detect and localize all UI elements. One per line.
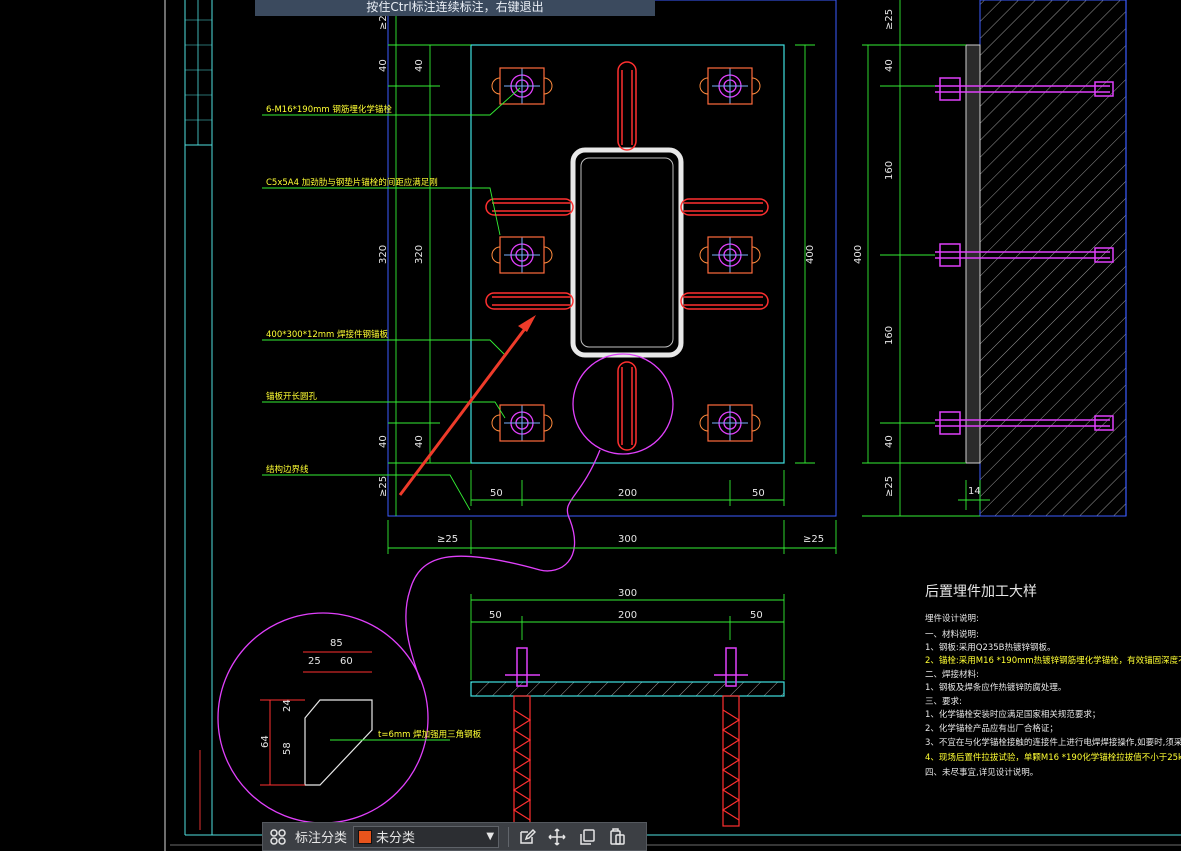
dim-320: 320	[378, 245, 389, 264]
annotation-toolbar: 标注分类 未分类 ▼	[262, 822, 647, 851]
annotation-category-select[interactable]: 未分类 ▼	[353, 825, 500, 848]
rib-label: C5x5A4 加劲肋与钢垫片锚栓的间距应满足刚	[266, 177, 438, 188]
dim-40: 40	[378, 59, 389, 72]
design-notes: 后置埋件加工大样 埋件设计说明: 一、材料说明: 1、钢板:采用Q235B热镀锌…	[925, 584, 1181, 778]
note-line: 二、焊接材料:	[925, 669, 979, 680]
dim-ge25: ≥25	[884, 9, 895, 30]
detail-plate-label: t=6mm 焊加强用三角钢板	[378, 729, 482, 740]
note-line: 四、未尽事宜,详见设计说明。	[925, 767, 1038, 778]
category-selected-value: 未分类	[376, 831, 416, 846]
note-line: 三、要求:	[925, 696, 962, 707]
dim-320: 320	[414, 245, 425, 264]
steel-tube[interactable]	[570, 147, 684, 358]
grid-apps-icon[interactable]	[263, 823, 293, 850]
dim-64: 64	[260, 735, 271, 748]
note-line: 一、材料说明:	[925, 629, 979, 640]
dim-ge25: ≥25	[884, 476, 895, 497]
dim-50: 50	[750, 610, 763, 621]
dim-160: 160	[884, 161, 895, 180]
anchor-bolt[interactable]	[491, 236, 553, 274]
note-line: 1、化学锚栓安装时应满足国家相关规范要求；	[925, 709, 1100, 720]
note-line: 1、钢板:采用Q235B热镀锌钢板。	[925, 642, 1056, 653]
dim-50: 50	[490, 488, 503, 499]
dim-ge25: ≥25	[437, 534, 458, 545]
anchor-bolt[interactable]	[491, 67, 553, 105]
dim-14: 14	[968, 486, 981, 497]
hole-label: 锚板开长圆孔	[266, 391, 318, 402]
anchor-bolt[interactable]	[491, 404, 553, 442]
dim-25: 25	[308, 656, 321, 667]
copy-icon[interactable]	[572, 823, 602, 850]
note-line: 4、现场后置件拉拔试验，单颗M16 *190化学锚栓拉拔值不小于25kN。	[925, 752, 1181, 763]
axis-label: 结构边界线	[266, 464, 309, 475]
dim-60: 60	[340, 656, 353, 667]
dim-40: 40	[378, 435, 389, 448]
note-line: 2、化学锚栓产品应有出厂合格证；	[925, 723, 1058, 734]
edit-icon[interactable]	[512, 823, 542, 850]
category-color-swatch	[358, 829, 373, 844]
dim-40: 40	[884, 435, 895, 448]
note-line: 1、钢板及焊条应作热镀锌防腐处理。	[925, 682, 1066, 693]
dim-200: 200	[618, 488, 637, 499]
dim-400: 400	[853, 245, 864, 264]
dim-50: 50	[489, 610, 502, 621]
detail-view[interactable]: 85 25 60 24 64 58 t=6mm 焊加强用三角钢板	[217, 612, 482, 824]
anchor-label: 6-M16*190mm 钢筋埋化学锚栓	[266, 104, 392, 115]
anchor-bolt[interactable]	[699, 404, 761, 442]
dim-50: 50	[752, 488, 765, 499]
paste-icon[interactable]	[602, 823, 632, 850]
dim-400: 400	[805, 245, 816, 264]
dim-200: 200	[618, 610, 637, 621]
annotation-category-label: 标注分类	[295, 831, 348, 846]
anchor-bolt[interactable]	[699, 236, 761, 274]
dim-40: 40	[884, 59, 895, 72]
dim-24: 24	[282, 699, 293, 712]
dim-85: 85	[330, 638, 343, 649]
dim-40: 40	[414, 435, 425, 448]
chevron-down-icon: ▼	[486, 831, 495, 842]
plan-view[interactable]: ≥25 40 40 320 320 40 40 ≥25 400 50 200 5…	[262, 0, 837, 681]
dim-40: 40	[414, 59, 425, 72]
note-line: 3、不宜在与化学锚栓接触的连接件上进行电焊焊接操作,如要时,须采取冷却措施;	[925, 737, 1181, 748]
dim-300: 300	[618, 588, 637, 599]
hint-banner: 按住Ctrl标注连续标注，右键退出	[255, 0, 655, 16]
dim-300: 300	[618, 534, 637, 545]
dim-bottom-ge25: ≥25	[378, 476, 389, 497]
move-icon[interactable]	[542, 823, 572, 850]
anchor-bolt[interactable]	[699, 67, 761, 105]
note-line: 埋件设计说明:	[925, 613, 979, 624]
notes-title: 后置埋件加工大样	[925, 584, 1037, 600]
dim-160: 160	[884, 326, 895, 345]
note-line: 2、锚栓:采用M16 *190mm热镀锌钢筋埋化学锚栓，有效锚固深度不小于125…	[925, 655, 1181, 666]
toolbar-divider	[508, 826, 510, 847]
dim-ge25: ≥25	[803, 534, 824, 545]
dim-58: 58	[282, 742, 293, 755]
side-section-view[interactable]: ≥25 40 160 400 160 40 ≥25 14	[853, 0, 1127, 517]
elevation-view[interactable]: 300 50 200 50	[470, 588, 785, 827]
stiffener-ribs	[485, 61, 769, 451]
plate-label: 400*300*12mm 焊接件钢锚板	[266, 329, 389, 340]
dim-top-ge25: ≥25	[378, 9, 389, 30]
